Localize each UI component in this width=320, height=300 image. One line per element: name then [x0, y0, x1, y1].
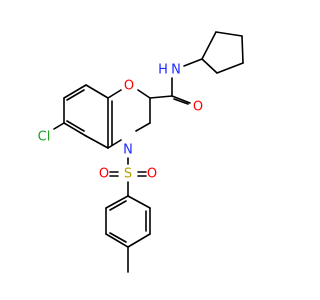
atom-o-sulfonyl-right: O [147, 167, 157, 182]
atom-s: S [124, 167, 132, 182]
amide-group [149, 58, 203, 105]
atom-n-amide: N [171, 63, 181, 78]
cyclopentyl-ring [201, 31, 244, 74]
atom-o-carbonyl: O [193, 100, 203, 115]
benzo-ring [53, 84, 113, 149]
atom-h-amide: H [158, 63, 168, 78]
atom-cl: Cl [38, 130, 51, 145]
sulfonyl-group [109, 157, 147, 197]
background [0, 0, 300, 300]
atom-n-ring: N [123, 143, 133, 158]
chemical-structure: N H O O Cl N S O O [0, 0, 300, 300]
atom-o-ring: O [124, 79, 134, 94]
atom-o-sulfonyl-left: O [99, 167, 109, 182]
oxazine-ring [107, 89, 151, 149]
tolyl-ring [105, 195, 151, 273]
